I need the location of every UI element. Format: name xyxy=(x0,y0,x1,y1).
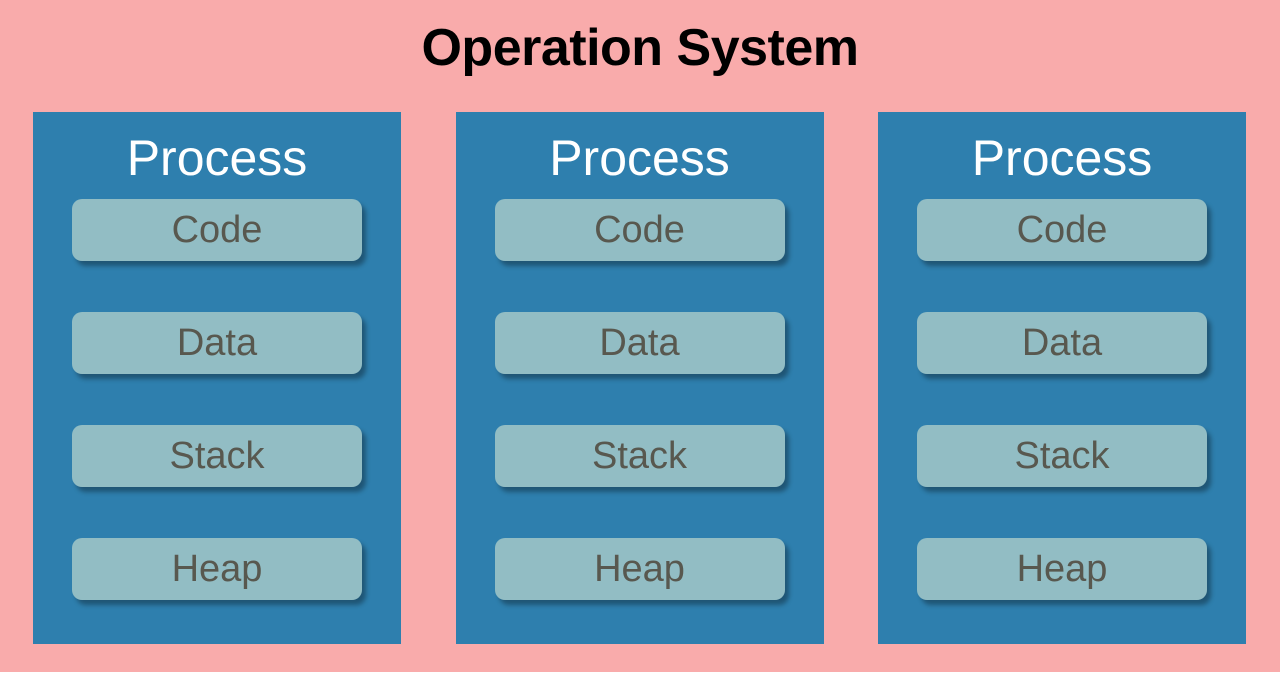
memory-segment-heap: Heap xyxy=(494,537,785,600)
bottom-margin-strip xyxy=(0,672,1280,679)
memory-segment-stack: Stack xyxy=(494,424,785,487)
memory-segment-code: Code xyxy=(494,198,785,261)
memory-segment-list: Code Data Stack Heap xyxy=(917,198,1207,600)
memory-segment-list: Code Data Stack Heap xyxy=(72,198,362,600)
process-panel-3: Process Code Data Stack Heap xyxy=(878,112,1246,644)
segment-label: Code xyxy=(171,208,263,251)
memory-segment-heap: Heap xyxy=(72,537,362,600)
memory-segment-data: Data xyxy=(72,311,362,374)
process-panel-2: Process Code Data Stack Heap xyxy=(455,112,824,644)
process-list: Process Code Data Stack Heap Process xyxy=(33,112,1246,644)
segment-label: Code xyxy=(594,208,685,251)
process-heading: Process xyxy=(971,130,1153,186)
segment-label: Data xyxy=(599,321,680,364)
segment-label: Data xyxy=(176,321,258,364)
memory-segment-stack: Stack xyxy=(72,424,362,487)
memory-segment-data: Data xyxy=(494,311,785,374)
segment-label: Code xyxy=(1016,208,1108,251)
memory-segment-code: Code xyxy=(917,198,1207,261)
process-heading: Process xyxy=(126,130,308,186)
memory-segment-data: Data xyxy=(917,311,1207,374)
page-title: Operation System xyxy=(421,19,859,77)
process-panel-1: Process Code Data Stack Heap xyxy=(33,112,401,644)
segment-label: Stack xyxy=(169,434,265,477)
segment-label: Stack xyxy=(591,434,688,477)
process-heading: Process xyxy=(549,130,730,186)
memory-segment-heap: Heap xyxy=(917,537,1207,600)
memory-segment-code: Code xyxy=(72,198,362,261)
memory-segment-stack: Stack xyxy=(917,424,1207,487)
segment-label: Heap xyxy=(594,547,685,590)
segment-label: Stack xyxy=(1014,434,1110,477)
segment-label: Data xyxy=(1021,321,1103,364)
memory-segment-list: Code Data Stack Heap xyxy=(494,198,785,600)
segment-label: Heap xyxy=(1016,547,1108,590)
segment-label: Heap xyxy=(171,547,263,590)
